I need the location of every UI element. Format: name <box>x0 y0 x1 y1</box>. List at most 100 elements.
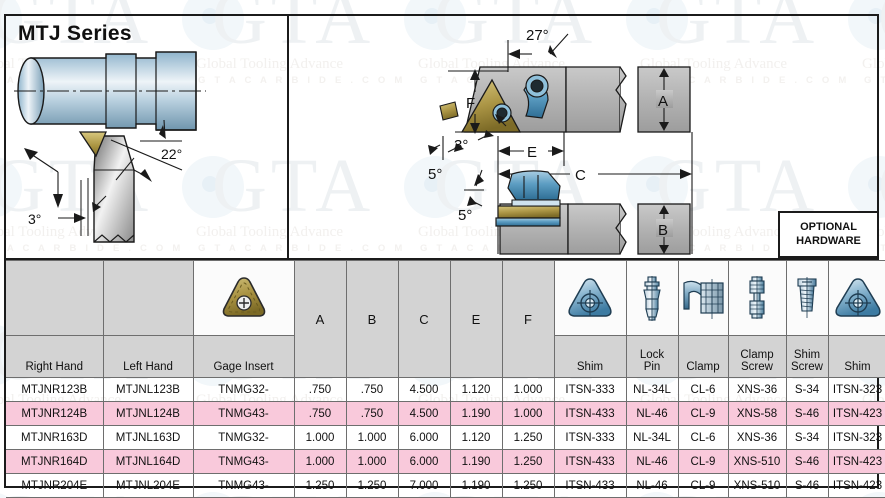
col-header-right-hand: Right Hand <box>6 335 104 378</box>
cell-clamp: CL-6 <box>677 377 729 402</box>
cell-b: 1.250 <box>345 473 399 498</box>
col-header-shim-screw: Shim Screw <box>785 335 829 378</box>
cell-a: 1.000 <box>293 425 347 450</box>
cell-shim_opt: ITSN-423 <box>827 449 885 474</box>
insert <box>78 131 107 158</box>
cell-gage_insert: TNMG32- <box>192 377 295 402</box>
dimension-f-label: F <box>466 95 475 112</box>
cell-c: 4.500 <box>397 401 451 426</box>
page-title: MTJ Series <box>18 22 132 45</box>
clamp-screw-icon <box>749 276 765 319</box>
cell-a: .750 <box>293 377 347 402</box>
cell-b: .750 <box>345 401 399 426</box>
lock-pin-icon-cell <box>625 260 679 336</box>
dimension-f <box>448 69 508 134</box>
col-header-left-hand: Left Hand <box>102 335 194 378</box>
cell-shim_screw: S-46 <box>785 401 829 426</box>
lock-pin-icon <box>643 276 661 321</box>
cell-lock_pin: NL-34L <box>625 425 679 450</box>
angle-5-lower-annotation <box>464 169 484 207</box>
angle-22-label: 22° <box>161 146 182 162</box>
cell-lock_pin: NL-46 <box>625 449 679 474</box>
cell-gage_insert: TNMG43- <box>192 473 295 498</box>
blank-header-cell-2 <box>102 260 194 336</box>
cell-left_hand: MTJNL123B <box>102 377 194 402</box>
cell-left_hand: MTJNL124B <box>102 401 194 426</box>
angle-5-upper-label: 5° <box>428 166 442 183</box>
cell-clamp_screw: XNS-58 <box>727 401 787 426</box>
cell-a: .750 <box>293 401 347 426</box>
col-header-shim: Shim <box>553 335 627 378</box>
cell-clamp: CL-6 <box>677 425 729 450</box>
cell-shim_opt: ITSN-423 <box>827 401 885 426</box>
shim-screw-label-line1: Shim <box>793 348 821 361</box>
cell-c: 7.000 <box>397 473 451 498</box>
clamp-icon-cell <box>677 260 729 336</box>
cell-gage_insert: TNMG43- <box>192 449 295 474</box>
cell-gage_insert: TNMG32- <box>192 425 295 450</box>
cell-b: 1.000 <box>345 449 399 474</box>
cell-shim_opt: ITSN-323 <box>827 425 885 450</box>
cell-shim_screw: S-34 <box>785 377 829 402</box>
cell-shim: ITSN-333 <box>553 425 627 450</box>
cell-shim_screw: S-46 <box>785 473 829 498</box>
cell-lock_pin: NL-46 <box>625 473 679 498</box>
top-view <box>439 66 627 133</box>
turning-tool-workpiece-diagram: 22° 3° <box>14 51 206 243</box>
cell-right_hand: MTJNR204E <box>6 473 104 498</box>
diagram-divider <box>287 14 289 258</box>
cell-shim_screw: S-46 <box>785 449 829 474</box>
specification-table: A B C E F <box>4 258 885 498</box>
dim-a-header: A <box>293 260 347 378</box>
lock-pin-label-line1: Lock <box>639 348 665 361</box>
cell-right_hand: MTJNR123B <box>6 377 104 402</box>
col-header-clamp: Clamp <box>677 335 729 378</box>
dimension-e <box>497 132 565 166</box>
tool-shank <box>78 131 135 243</box>
svg-text:B: B <box>658 222 668 239</box>
angle-22-annotation <box>110 119 183 182</box>
cell-right_hand: MTJNR164D <box>6 449 104 474</box>
cell-clamp_screw: XNS-36 <box>727 425 787 450</box>
bottom-view <box>495 170 627 255</box>
dim-c-header: C <box>397 260 451 378</box>
cell-clamp_screw: XNS-510 <box>727 449 787 474</box>
gage-insert-icon <box>222 277 265 317</box>
col-header-lock-pin: Lock Pin <box>625 335 679 378</box>
cell-a: 1.250 <box>293 473 347 498</box>
dimension-a-box: A <box>637 66 691 133</box>
cell-a: 1.000 <box>293 449 347 474</box>
cell-shim: ITSN-333 <box>553 377 627 402</box>
cell-shim_opt: ITSN-423 <box>827 473 885 498</box>
cell-left_hand: MTJNL204E <box>102 473 194 498</box>
angle-27-annotation <box>507 33 569 72</box>
cell-b: 1.000 <box>345 425 399 450</box>
cell-e: 1.120 <box>449 377 503 402</box>
optional-hardware-line1: OPTIONAL <box>800 220 857 233</box>
cell-clamp_screw: XNS-510 <box>727 473 787 498</box>
cell-left_hand: MTJNL164D <box>102 449 194 474</box>
shim-screw-icon-cell <box>785 260 829 336</box>
shim-screw-label-line2: Screw <box>791 361 823 374</box>
col-header-clamp-screw: Clamp Screw <box>727 335 787 378</box>
cell-f: 1.000 <box>501 377 555 402</box>
shim-icon-cell <box>553 260 627 336</box>
clamp-screw-label-line1: Clamp <box>740 348 774 361</box>
cell-f: 1.000 <box>501 401 555 426</box>
shim-screw-icon <box>797 277 817 318</box>
cell-left_hand: MTJNL163D <box>102 425 194 450</box>
dim-b-header: B <box>345 260 399 378</box>
spec-table: A B C E F <box>6 260 885 498</box>
cell-shim: ITSN-433 <box>553 473 627 498</box>
dimension-b-box: B <box>637 203 691 255</box>
cell-shim: ITSN-433 <box>553 449 627 474</box>
dimension-e-label: E <box>527 144 537 161</box>
optional-hardware-line2: HARDWARE <box>796 234 861 247</box>
cell-e: 1.120 <box>449 425 503 450</box>
